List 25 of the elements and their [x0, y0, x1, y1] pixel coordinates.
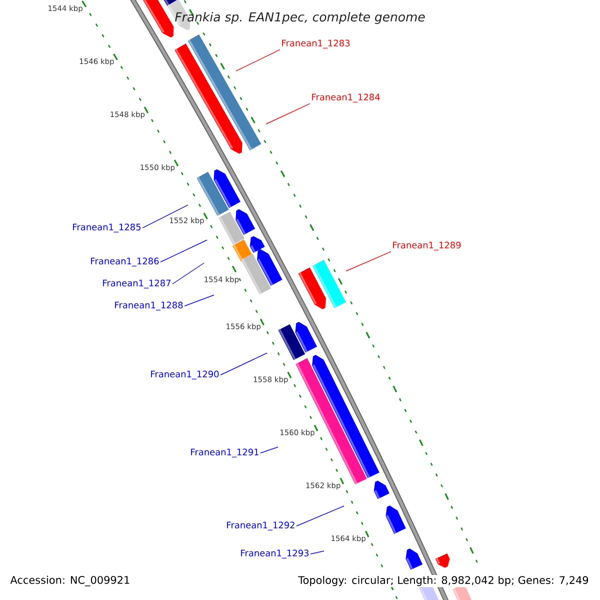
gene-label: Franean1_1283 — [282, 40, 350, 48]
accession-label: Accession: NC_009921 — [9, 574, 132, 588]
gene-label: Franean1_1292 — [227, 522, 294, 530]
leader-line — [260, 446, 278, 454]
gene-label: Franean1_1289 — [393, 242, 461, 250]
leader-line — [266, 103, 310, 124]
gene-label: Franean1_1293 — [241, 550, 309, 558]
gene-label: Franean1_1286 — [91, 258, 159, 266]
leader-line — [172, 262, 204, 284]
gene-label: Franean1_1287 — [103, 280, 170, 288]
genome-info-label: Topology: circular; Length: 8,982,042 bp; Genes: 7,249 — [297, 574, 590, 588]
gene-label: Franean1_1288 — [115, 302, 183, 310]
gene-label: Franean1_1285 — [73, 224, 140, 232]
leader-line — [296, 506, 344, 526]
gene-label: Franean1_1291 — [191, 448, 258, 458]
leader-line — [142, 204, 188, 228]
leader-line — [184, 294, 214, 306]
leader-line — [346, 251, 392, 272]
leader-line — [310, 550, 324, 554]
leader-line — [220, 352, 268, 376]
gene-label: Franean1_1284 — [312, 94, 380, 102]
leader-line — [160, 240, 208, 262]
gene-label: Franean1_1290 — [151, 370, 219, 380]
leader-line — [236, 49, 280, 72]
title: Frankia sp. EAN1pec, complete genome — [175, 12, 425, 24]
